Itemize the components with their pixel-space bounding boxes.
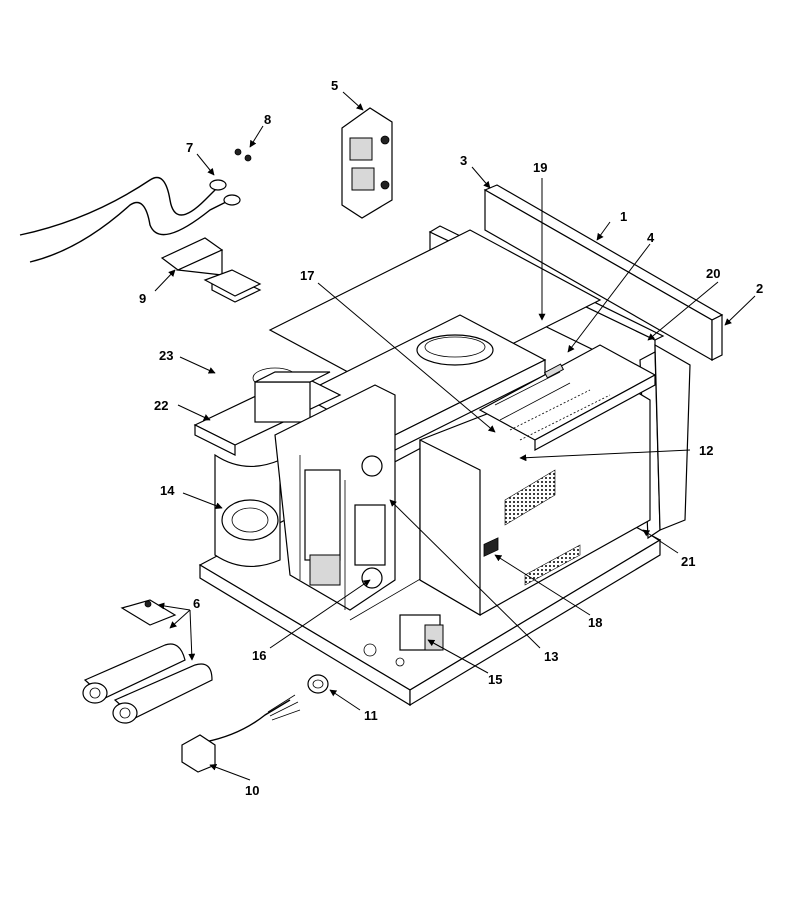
callout-8: 8 bbox=[264, 112, 271, 127]
callout-21: 21 bbox=[681, 554, 695, 569]
part-5 bbox=[341, 107, 393, 219]
leader-lines bbox=[154, 91, 756, 781]
callout-16: 16 bbox=[252, 648, 266, 663]
callout-17: 17 bbox=[300, 268, 314, 283]
callout-6: 6 bbox=[193, 596, 200, 611]
callout-labels: 1 2 3 4 5 6 7 8 9 10 11 12 13 14 15 16 1… bbox=[139, 78, 763, 798]
callout-3: 3 bbox=[460, 153, 467, 168]
hv-assembly bbox=[193, 367, 396, 611]
part-11 bbox=[307, 674, 329, 694]
callout-19: 19 bbox=[533, 160, 547, 175]
callout-1: 1 bbox=[620, 209, 627, 224]
callout-22: 22 bbox=[154, 398, 168, 413]
callout-9: 9 bbox=[139, 291, 146, 306]
callout-7: 7 bbox=[186, 140, 193, 155]
part-10-power-cord bbox=[181, 694, 301, 773]
callout-12: 12 bbox=[699, 443, 713, 458]
callout-23: 23 bbox=[159, 348, 173, 363]
callout-18: 18 bbox=[588, 615, 602, 630]
part-9 bbox=[160, 237, 262, 303]
callout-11: 11 bbox=[364, 708, 378, 723]
part-7-harness bbox=[19, 148, 252, 263]
part-6-capacitors bbox=[82, 599, 213, 724]
callout-20: 20 bbox=[706, 266, 720, 281]
callout-14: 14 bbox=[160, 483, 175, 498]
callout-5: 5 bbox=[331, 78, 338, 93]
callout-2: 2 bbox=[756, 281, 763, 296]
callout-4: 4 bbox=[647, 230, 655, 245]
control-board bbox=[478, 344, 657, 452]
callout-13: 13 bbox=[544, 649, 558, 664]
callout-15: 15 bbox=[488, 672, 502, 687]
callout-10: 10 bbox=[245, 783, 259, 798]
